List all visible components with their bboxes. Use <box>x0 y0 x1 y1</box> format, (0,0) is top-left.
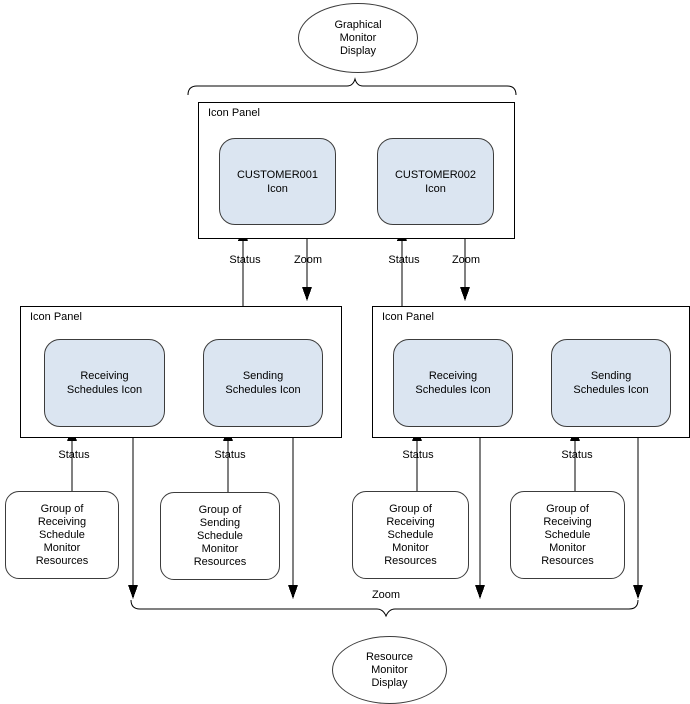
sending-schedules-icon-label: Sending Schedules Icon <box>225 370 301 396</box>
arrow-label-status: Status <box>561 449 593 461</box>
icon-panel-lower-right-title: Icon Panel <box>382 311 434 323</box>
graphical-monitor-display-label: Graphical Monitor Display <box>334 18 382 57</box>
receiving-schedules-icon-label: Receiving Schedules Icon <box>415 370 491 396</box>
sending-schedules-icon-node: Sending Schedules Icon <box>551 339 671 427</box>
resource-monitor-display-label: Resource Monitor Display <box>365 650 414 689</box>
receiving-schedules-icon-node: Receiving Schedules Icon <box>44 339 165 427</box>
icon-panel-top: Icon Panel CUSTOMER001 Icon CUSTOMER002 … <box>198 102 515 239</box>
resource-monitor-display-node: Resource Monitor Display <box>332 636 447 704</box>
top-brace <box>187 77 517 96</box>
receiving-schedules-icon-label: Receiving Schedules Icon <box>66 370 143 396</box>
group-receiving-resources-node: Group of Receiving Schedule Monitor Reso… <box>5 491 119 579</box>
icon-panel-lower-left: Icon Panel Receiving Schedules Icon Send… <box>20 306 342 438</box>
customer001-icon-label: CUSTOMER001 Icon <box>236 168 319 195</box>
group-receiving-resources-node: Group of Receiving Schedule Monitor Reso… <box>510 491 625 579</box>
zoom-arrow-sending-left <box>288 424 298 599</box>
arrow-label-status: Status <box>388 254 420 266</box>
group-label: Group of Receiving Schedule Monitor Reso… <box>384 502 437 567</box>
zoom-arrow-receiving-left <box>128 424 138 599</box>
group-label: Group of Receiving Schedule Monitor Reso… <box>541 502 594 567</box>
customer002-icon-node: CUSTOMER002 Icon <box>377 138 494 225</box>
group-receiving-resources-node: Group of Receiving Schedule Monitor Reso… <box>352 491 469 579</box>
arrow-label-status: Status <box>58 449 90 461</box>
icon-panel-lower-right: Icon Panel Receiving Schedules Icon Send… <box>372 306 690 438</box>
customer001-icon-node: CUSTOMER001 Icon <box>219 138 336 225</box>
icon-panel-top-title: Icon Panel <box>208 107 260 119</box>
arrow-label-zoom: Zoom <box>293 254 323 266</box>
arrow-label-status: Status <box>214 449 246 461</box>
customer002-icon-label: CUSTOMER002 Icon <box>394 168 477 195</box>
group-label: Group of Receiving Schedule Monitor Reso… <box>35 502 89 567</box>
arrow-label-status: Status <box>402 449 434 461</box>
arrow-label-zoom: Zoom <box>371 589 401 601</box>
sending-schedules-icon-label: Sending Schedules Icon <box>573 370 649 396</box>
arrow-label-status: Status <box>229 254 261 266</box>
receiving-schedules-icon-node: Receiving Schedules Icon <box>393 339 513 427</box>
arrow-label-zoom: Zoom <box>451 254 481 266</box>
sending-schedules-icon-node: Sending Schedules Icon <box>203 339 323 427</box>
graphical-monitor-display-node: Graphical Monitor Display <box>298 3 418 73</box>
zoom-arrow-sending-right <box>633 424 643 599</box>
bottom-brace <box>130 599 639 618</box>
group-sending-resources-node: Group of Sending Schedule Monitor Resour… <box>160 492 280 580</box>
zoom-arrow-receiving-right <box>475 424 485 599</box>
icon-panel-lower-left-title: Icon Panel <box>30 311 82 323</box>
group-label: Group of Sending Schedule Monitor Resour… <box>193 503 247 568</box>
